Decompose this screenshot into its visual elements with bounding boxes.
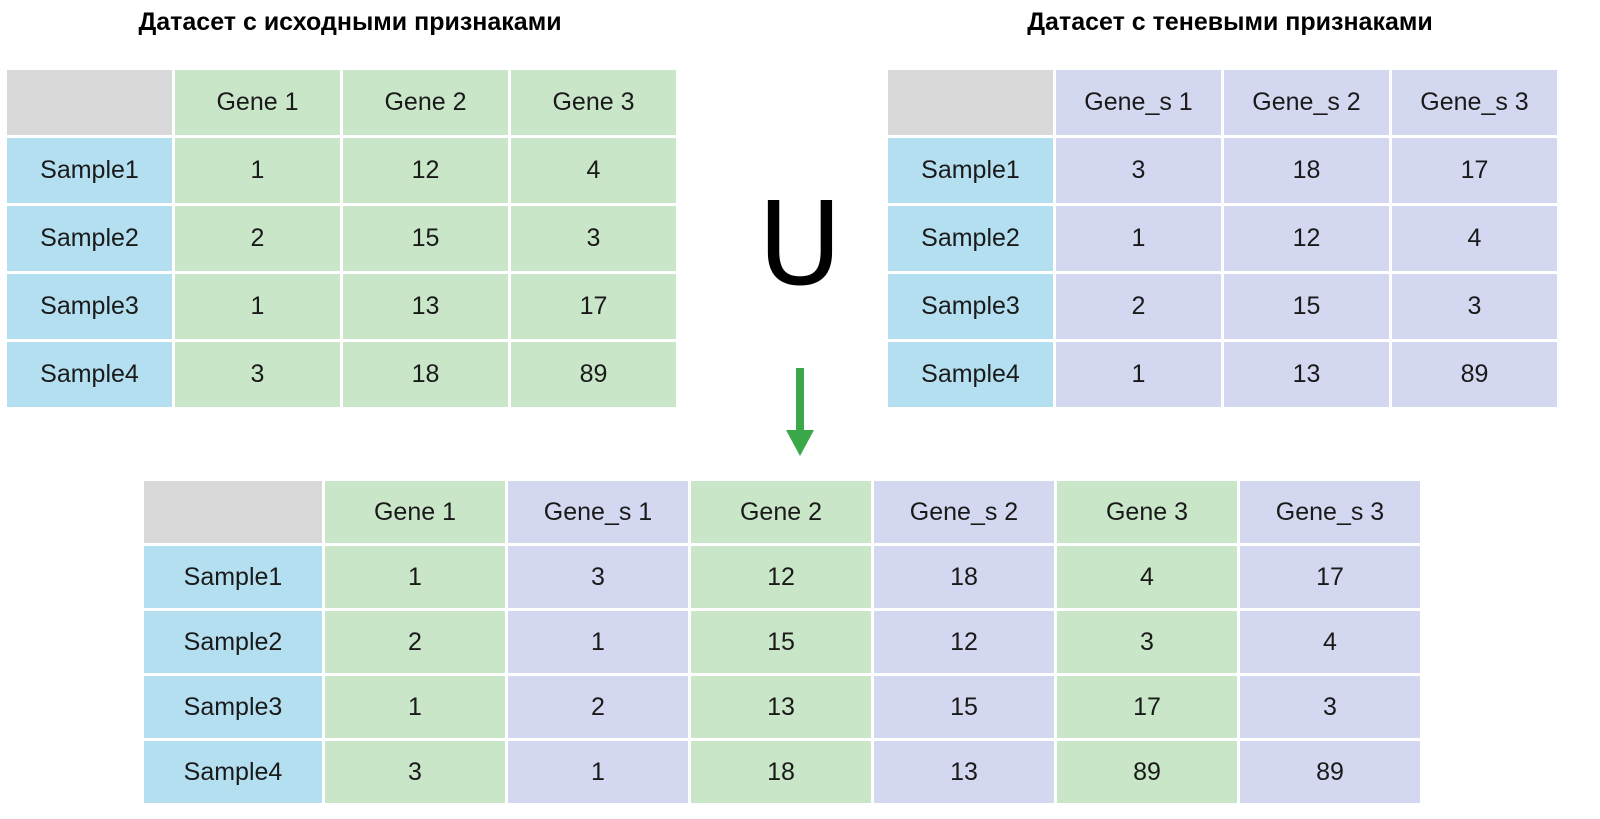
column-header: Gene 1 — [175, 70, 340, 135]
corner-cell — [144, 481, 322, 543]
table-row: Sample1 1 3 12 18 4 17 — [144, 546, 1420, 608]
data-cell: 13 — [343, 274, 508, 339]
row-header: Sample4 — [888, 342, 1053, 407]
data-cell: 3 — [1056, 138, 1221, 203]
data-cell: 4 — [1240, 611, 1420, 673]
table-header-row: Gene_s 1 Gene_s 2 Gene_s 3 — [888, 70, 1557, 135]
data-cell: 18 — [691, 741, 871, 803]
data-cell: 1 — [1056, 206, 1221, 271]
data-cell: 1 — [175, 138, 340, 203]
data-cell: 17 — [1057, 676, 1237, 738]
data-cell: 18 — [1224, 138, 1389, 203]
data-cell: 3 — [325, 741, 505, 803]
row-header: Sample3 — [888, 274, 1053, 339]
table-row: Sample3 2 15 3 — [888, 274, 1557, 339]
row-header: Sample2 — [7, 206, 172, 271]
column-header: Gene 3 — [511, 70, 676, 135]
data-cell: 18 — [343, 342, 508, 407]
merged-features-table: Gene 1 Gene_s 1 Gene 2 Gene_s 2 Gene 3 G… — [141, 478, 1423, 806]
table-row: Sample3 1 2 13 15 17 3 — [144, 676, 1420, 738]
data-cell: 3 — [1240, 676, 1420, 738]
data-cell: 1 — [508, 741, 688, 803]
data-cell: 12 — [691, 546, 871, 608]
data-cell: 2 — [1056, 274, 1221, 339]
union-symbol: U — [757, 178, 843, 312]
data-cell: 17 — [511, 274, 676, 339]
table-row: Sample2 2 1 15 12 3 4 — [144, 611, 1420, 673]
data-cell: 15 — [343, 206, 508, 271]
original-dataset-title: Датасет с исходными признаками — [138, 8, 562, 36]
row-header: Sample1 — [888, 138, 1053, 203]
data-cell: 13 — [1224, 342, 1389, 407]
data-cell: 12 — [874, 611, 1054, 673]
row-header: Sample4 — [7, 342, 172, 407]
column-header: Gene_s 2 — [874, 481, 1054, 543]
column-header: Gene_s 1 — [1056, 70, 1221, 135]
table-row: Sample2 1 12 4 — [888, 206, 1557, 271]
row-header: Sample4 — [144, 741, 322, 803]
data-cell: 3 — [508, 546, 688, 608]
row-header: Sample1 — [144, 546, 322, 608]
table-header-row: Gene 1 Gene 2 Gene 3 — [7, 70, 676, 135]
data-cell: 1 — [508, 611, 688, 673]
data-cell: 1 — [1056, 342, 1221, 407]
shadow-dataset-title: Датасет с теневыми признаками — [1027, 8, 1433, 36]
original-features-table: Gene 1 Gene 2 Gene 3 Sample1 1 12 4 Samp… — [4, 67, 679, 410]
data-cell: 18 — [874, 546, 1054, 608]
data-cell: 3 — [175, 342, 340, 407]
table-row: Sample4 3 1 18 13 89 89 — [144, 741, 1420, 803]
column-header: Gene 1 — [325, 481, 505, 543]
data-cell: 12 — [1224, 206, 1389, 271]
corner-cell — [888, 70, 1053, 135]
down-arrow-icon — [786, 368, 814, 456]
data-cell: 15 — [874, 676, 1054, 738]
data-cell: 1 — [325, 676, 505, 738]
table-row: Sample3 1 13 17 — [7, 274, 676, 339]
data-cell: 4 — [1057, 546, 1237, 608]
column-header: Gene 2 — [691, 481, 871, 543]
table-row: Sample2 2 15 3 — [7, 206, 676, 271]
data-cell: 3 — [511, 206, 676, 271]
data-cell: 15 — [691, 611, 871, 673]
row-header: Sample3 — [144, 676, 322, 738]
column-header: Gene_s 1 — [508, 481, 688, 543]
column-header: Gene_s 3 — [1392, 70, 1557, 135]
row-header: Sample3 — [7, 274, 172, 339]
table-row: Sample1 3 18 17 — [888, 138, 1557, 203]
row-header: Sample2 — [888, 206, 1053, 271]
row-header: Sample1 — [7, 138, 172, 203]
data-cell: 89 — [511, 342, 676, 407]
shadow-features-table: Gene_s 1 Gene_s 2 Gene_s 3 Sample1 3 18 … — [885, 67, 1560, 410]
corner-cell — [7, 70, 172, 135]
column-header: Gene_s 3 — [1240, 481, 1420, 543]
data-cell: 89 — [1057, 741, 1237, 803]
data-cell: 2 — [508, 676, 688, 738]
data-cell: 4 — [1392, 206, 1557, 271]
table-row: Sample4 1 13 89 — [888, 342, 1557, 407]
data-cell: 2 — [325, 611, 505, 673]
data-cell: 89 — [1392, 342, 1557, 407]
data-cell: 3 — [1392, 274, 1557, 339]
data-cell: 4 — [511, 138, 676, 203]
table-row: Sample1 1 12 4 — [7, 138, 676, 203]
data-cell: 3 — [1057, 611, 1237, 673]
column-header: Gene 3 — [1057, 481, 1237, 543]
row-header: Sample2 — [144, 611, 322, 673]
table-header-row: Gene 1 Gene_s 1 Gene 2 Gene_s 2 Gene 3 G… — [144, 481, 1420, 543]
data-cell: 12 — [343, 138, 508, 203]
data-cell: 13 — [874, 741, 1054, 803]
data-cell: 1 — [175, 274, 340, 339]
column-header: Gene 2 — [343, 70, 508, 135]
data-cell: 17 — [1240, 546, 1420, 608]
column-header: Gene_s 2 — [1224, 70, 1389, 135]
data-cell: 2 — [175, 206, 340, 271]
table-row: Sample4 3 18 89 — [7, 342, 676, 407]
data-cell: 1 — [325, 546, 505, 608]
data-cell: 89 — [1240, 741, 1420, 803]
data-cell: 15 — [1224, 274, 1389, 339]
data-cell: 13 — [691, 676, 871, 738]
data-cell: 17 — [1392, 138, 1557, 203]
